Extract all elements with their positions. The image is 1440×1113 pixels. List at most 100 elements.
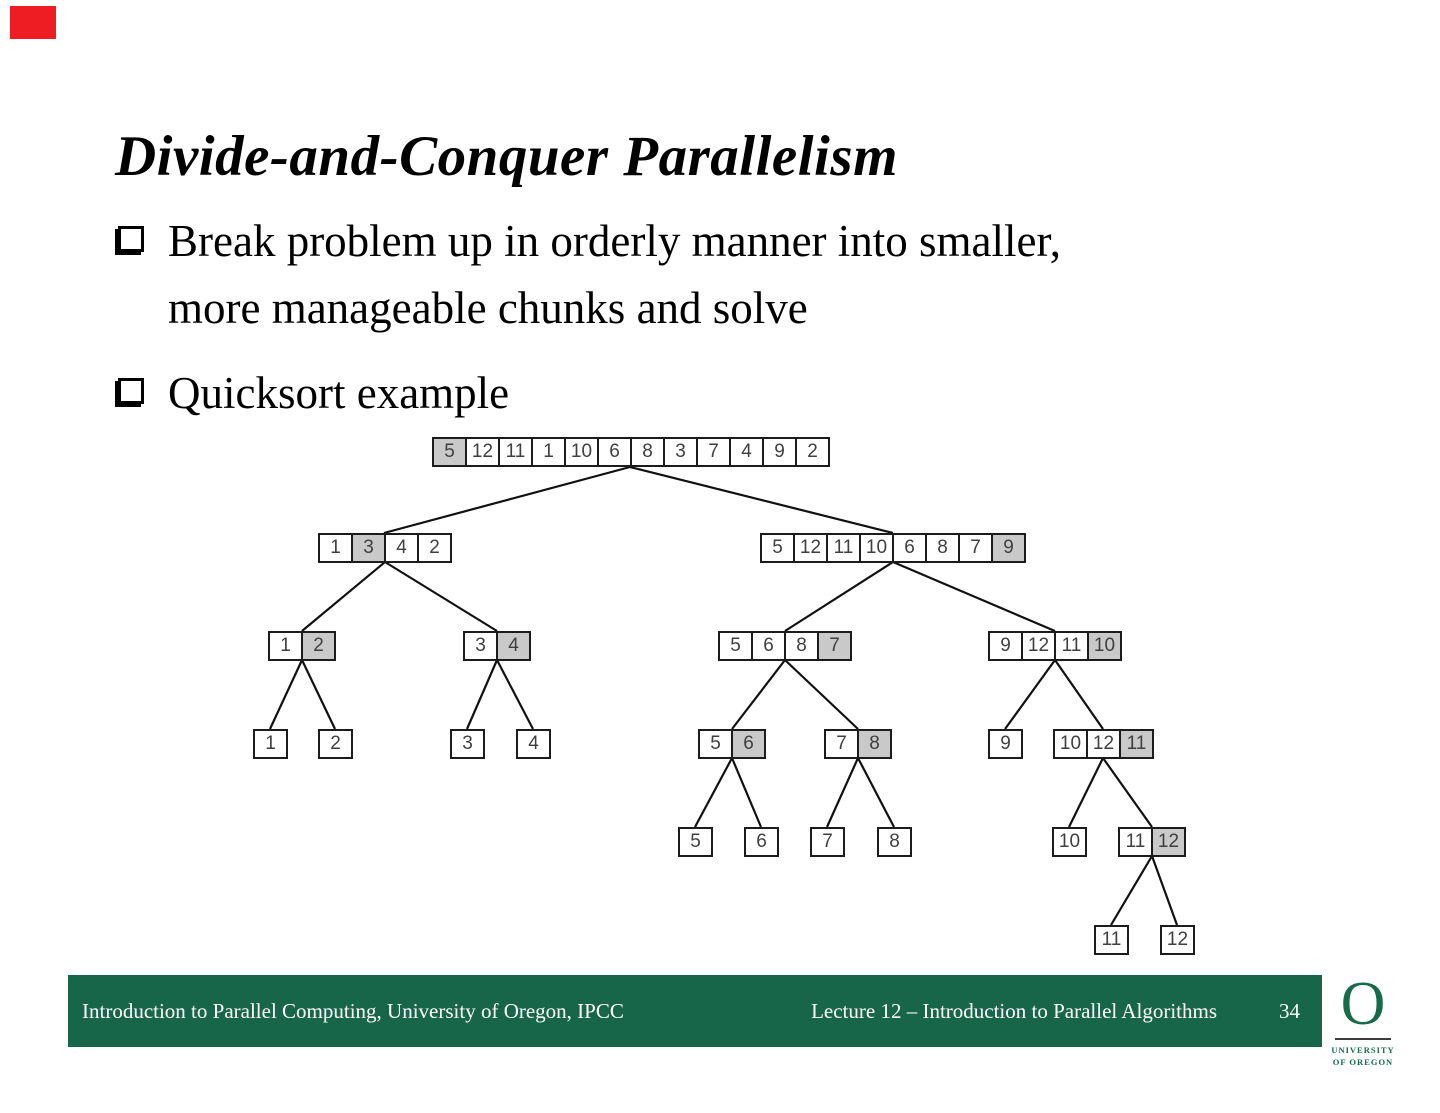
array-cell: 6 xyxy=(744,827,779,857)
quicksort-array-node: 12 xyxy=(1160,925,1195,955)
array-cell: 1 xyxy=(318,533,353,563)
logo-divider-line xyxy=(1335,1038,1391,1040)
pivot-cell: 2 xyxy=(301,631,336,661)
university-of-oregon-logo: O UNIVERSITY OF OREGON xyxy=(1324,972,1402,1068)
tree-edge xyxy=(1004,659,1056,730)
array-cell: 5 xyxy=(760,533,795,563)
bullet-line: Quicksort example xyxy=(168,368,510,418)
bullet-text: Break problem up in orderly manner into … xyxy=(168,208,1061,342)
array-cell: 6 xyxy=(892,533,927,563)
array-cell: 5 xyxy=(718,631,753,661)
square-bullet-icon xyxy=(118,378,144,404)
array-cell: 7 xyxy=(810,827,845,857)
array-cell: 1 xyxy=(531,437,566,467)
array-cell: 5 xyxy=(678,827,713,857)
array-cell: 8 xyxy=(877,827,912,857)
quicksort-array-node: 2 xyxy=(318,729,353,759)
tree-edge xyxy=(694,757,733,828)
pivot-cell: 8 xyxy=(857,729,892,759)
tree-edge xyxy=(1102,757,1153,828)
pivot-cell: 6 xyxy=(731,729,766,759)
quicksort-array-node: 6 xyxy=(744,827,779,857)
tree-edge xyxy=(496,659,534,730)
tree-edge xyxy=(1150,855,1179,926)
bullet-line: Break problem up in orderly manner into … xyxy=(168,216,1061,266)
array-cell: 11 xyxy=(1054,631,1089,661)
quicksort-array-node: 3 xyxy=(450,729,485,759)
array-cell: 4 xyxy=(729,437,764,467)
logo-o-letter: O xyxy=(1340,970,1386,1038)
bullet-item: Break problem up in orderly manner into … xyxy=(118,208,1061,342)
logo-text-university: UNIVERSITY xyxy=(1331,1045,1395,1055)
logo-text-of-oregon: OF OREGON xyxy=(1332,1057,1394,1067)
tree-edge xyxy=(825,757,860,828)
pivot-cell: 11 xyxy=(1119,729,1154,759)
tree-edge xyxy=(784,561,894,632)
array-cell: 7 xyxy=(958,533,993,563)
pivot-cell: 12 xyxy=(1151,827,1186,857)
pivot-cell: 10 xyxy=(1087,631,1122,661)
tree-edge xyxy=(383,465,631,535)
pivot-cell: 4 xyxy=(496,631,531,661)
quicksort-array-node: 1 xyxy=(253,729,288,759)
tree-edge xyxy=(857,757,895,828)
array-cell: 10 xyxy=(564,437,599,467)
array-cell: 9 xyxy=(762,437,797,467)
array-cell: 8 xyxy=(925,533,960,563)
quicksort-array-node: 11 xyxy=(1094,925,1129,955)
array-cell: 2 xyxy=(795,437,830,467)
quicksort-array-node: 7 xyxy=(810,827,845,857)
array-cell: 11 xyxy=(498,437,533,467)
footer-lecture-text: Lecture 12 – Introduction to Parallel Al… xyxy=(811,998,1217,1023)
array-cell: 6 xyxy=(597,437,632,467)
array-cell: 4 xyxy=(384,533,419,563)
array-cell: 8 xyxy=(630,437,665,467)
quicksort-array-node: 4 xyxy=(516,729,551,759)
bullet-text: Quicksort example xyxy=(168,360,509,427)
tree-edge xyxy=(465,659,499,730)
tree-edge xyxy=(784,659,859,730)
array-cell: 1 xyxy=(268,631,303,661)
tree-edge xyxy=(1054,659,1104,730)
pivot-cell: 3 xyxy=(351,533,386,563)
quicksort-array-node: 8 xyxy=(877,827,912,857)
tree-edge xyxy=(301,659,336,730)
array-cell: 10 xyxy=(1053,729,1088,759)
red-accent-mark xyxy=(10,6,56,39)
array-cell: 12 xyxy=(793,533,828,563)
tree-edge xyxy=(384,561,498,632)
array-cell: 9 xyxy=(988,729,1023,759)
square-bullet-icon xyxy=(118,226,144,252)
array-cell: 10 xyxy=(1052,827,1087,857)
array-cell: 6 xyxy=(751,631,786,661)
array-cell: 12 xyxy=(1086,729,1121,759)
array-cell: 10 xyxy=(859,533,894,563)
array-cell: 3 xyxy=(663,437,698,467)
pivot-cell: 7 xyxy=(817,631,852,661)
bullet-item: Quicksort example xyxy=(118,360,509,427)
tree-edge xyxy=(301,561,386,632)
array-cell: 12 xyxy=(465,437,500,467)
array-cell: 11 xyxy=(826,533,861,563)
array-cell: 8 xyxy=(784,631,819,661)
array-cell: 11 xyxy=(1118,827,1153,857)
pivot-cell: 9 xyxy=(991,533,1026,563)
tree-edge xyxy=(1110,855,1153,926)
array-cell: 12 xyxy=(1160,925,1195,955)
array-cell: 4 xyxy=(516,729,551,759)
tree-edge xyxy=(629,465,894,535)
footer-bar: Introduction to Parallel Computing, Univ… xyxy=(68,975,1322,1047)
